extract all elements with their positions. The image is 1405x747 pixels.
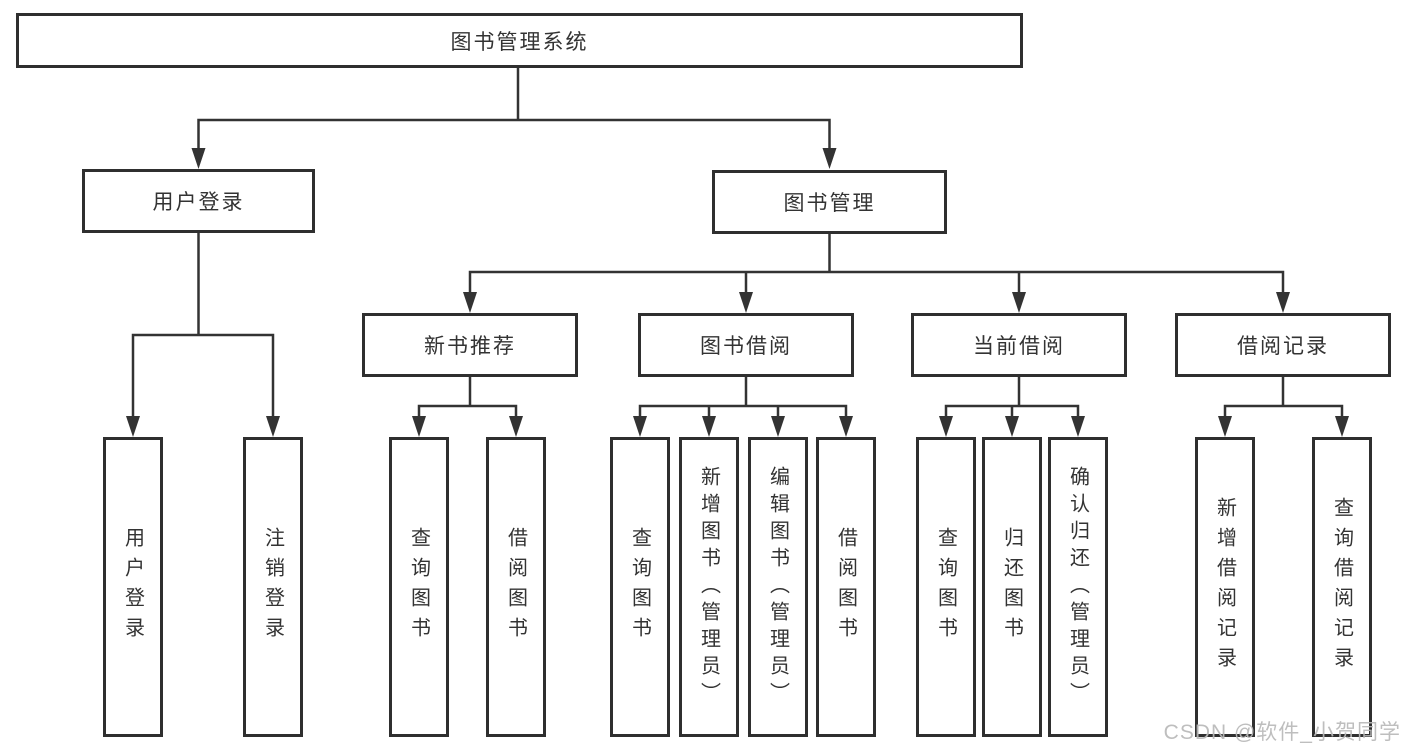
leaf-add-borrow-record: 新增借阅记录 — [1195, 437, 1255, 737]
leaf-query-books-current: 查询图书 — [916, 437, 976, 737]
node-library-system: 图书管理系统 — [16, 13, 1023, 68]
leaf-confirm-return-admin: 确认归还（管理员） — [1048, 437, 1108, 737]
node-new-book-recommend: 新书推荐 — [362, 313, 578, 377]
node-user-login: 用户登录 — [82, 169, 315, 233]
leaf-query-borrow-record: 查询借阅记录 — [1312, 437, 1372, 737]
leaf-edit-books-admin: 编辑图书（管理员） — [748, 437, 808, 737]
leaf-logout: 注销登录 — [243, 437, 303, 737]
node-book-borrow: 图书借阅 — [638, 313, 854, 377]
leaf-borrow-books-borrow: 借阅图书 — [816, 437, 876, 737]
node-current-borrow: 当前借阅 — [911, 313, 1127, 377]
leaf-query-books-recommend: 查询图书 — [389, 437, 449, 737]
leaf-add-books-admin: 新增图书（管理员） — [679, 437, 739, 737]
leaf-query-books-borrow: 查询图书 — [610, 437, 670, 737]
watermark: CSDN @软件_小贺同学 — [1163, 721, 1401, 744]
node-borrow-records: 借阅记录 — [1175, 313, 1391, 377]
leaf-return-books: 归还图书 — [982, 437, 1042, 737]
leaf-borrow-books-recommend: 借阅图书 — [486, 437, 546, 737]
leaf-user-login: 用户登录 — [103, 437, 163, 737]
node-book-management: 图书管理 — [712, 170, 947, 234]
